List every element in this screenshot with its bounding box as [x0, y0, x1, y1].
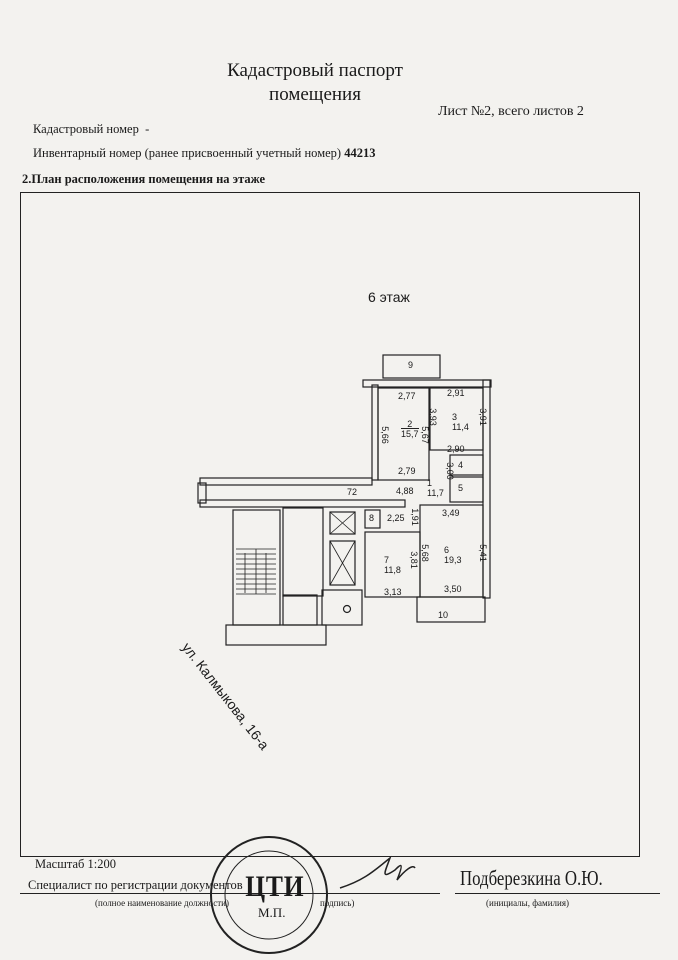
cadastral-value: - — [145, 122, 150, 136]
wall — [197, 482, 207, 504]
room-5 — [449, 476, 484, 503]
room-label: 9 — [408, 360, 414, 370]
specialist-label: Специалист по регистрации документов — [28, 878, 243, 892]
signature — [339, 855, 416, 889]
dimension: 1,91 — [409, 508, 420, 526]
dimension: 5,66 — [379, 426, 390, 444]
dimension: 72 — [347, 487, 358, 497]
dimension: 4,88 — [396, 486, 414, 496]
plan-frame — [20, 192, 640, 857]
document-title: Кадастровый паспорт — [227, 60, 403, 81]
lobby — [282, 507, 324, 597]
dimension: 3,81 — [408, 551, 419, 569]
wall — [362, 379, 492, 388]
room-label: 8 — [369, 513, 375, 523]
document-subtitle: помещения — [269, 84, 361, 105]
dimension: 2,91 — [447, 388, 465, 398]
wall — [371, 384, 379, 481]
room-7 — [364, 531, 421, 598]
elevator — [329, 540, 356, 586]
dimension: 5,68 — [419, 544, 430, 562]
wall — [199, 477, 373, 486]
dimension: 2,25 — [387, 513, 405, 523]
name-caption: (инициалы, фамилия) — [486, 898, 569, 908]
dimension: 3,91 — [477, 408, 488, 426]
inventory-label: Инвентарный номер (ранее присвоенный уче… — [33, 146, 342, 160]
dimension: 2,79 — [398, 466, 416, 476]
balcony-9 — [382, 354, 441, 379]
garbage-chute — [321, 589, 363, 626]
stairs — [236, 548, 276, 595]
scale-label: Масштаб 1:200 — [35, 857, 116, 871]
specialist-name: Подберезкина О.Ю. — [460, 866, 603, 890]
wall — [199, 499, 406, 508]
dimension: 2,77 — [398, 391, 416, 401]
dimension: 5,67 — [419, 426, 430, 444]
name-line — [455, 893, 660, 894]
balcony-10 — [416, 596, 486, 623]
stamp-mp: М.П. — [258, 905, 286, 920]
wall — [225, 624, 327, 646]
dimension: 3,49 — [442, 508, 460, 518]
room-label: 10 — [438, 610, 449, 620]
cadastral-number: Кадастровый номер - — [33, 122, 149, 137]
inventory-value: 44213 — [344, 146, 376, 160]
inventory-number: Инвентарный номер (ранее присвоенный уче… — [33, 146, 375, 161]
lobby — [282, 594, 318, 626]
stairwell — [232, 509, 281, 626]
official-stamp — [210, 836, 328, 954]
cadastral-label: Кадастровый номер — [33, 122, 139, 136]
dimension: 2,90 — [447, 444, 465, 454]
sheet-number: Лист №2, всего листов 2 — [438, 104, 584, 119]
stamp-text: ЦТИ — [245, 870, 305, 903]
dimension: 5,41 — [477, 544, 488, 562]
dimension: 3,50 — [444, 584, 462, 594]
position-caption: (полное наименование должности) — [95, 898, 229, 908]
signature-line — [20, 893, 440, 894]
room-8 — [364, 509, 381, 529]
floor-label: 6 этаж — [368, 289, 410, 305]
section-title: 2.План расположения помещения на этаже — [22, 172, 266, 186]
room-2 — [377, 387, 430, 481]
dimension: 3,00 — [444, 462, 455, 480]
room-3 — [429, 387, 484, 451]
room-label: 4 — [458, 460, 464, 470]
dimension: 3,13 — [384, 587, 402, 597]
dimension: 3,93 — [427, 408, 438, 426]
elevator — [329, 511, 356, 535]
room-4 — [449, 454, 484, 476]
room-label: 5 — [458, 483, 464, 493]
signature-caption: подпись) — [320, 898, 355, 908]
